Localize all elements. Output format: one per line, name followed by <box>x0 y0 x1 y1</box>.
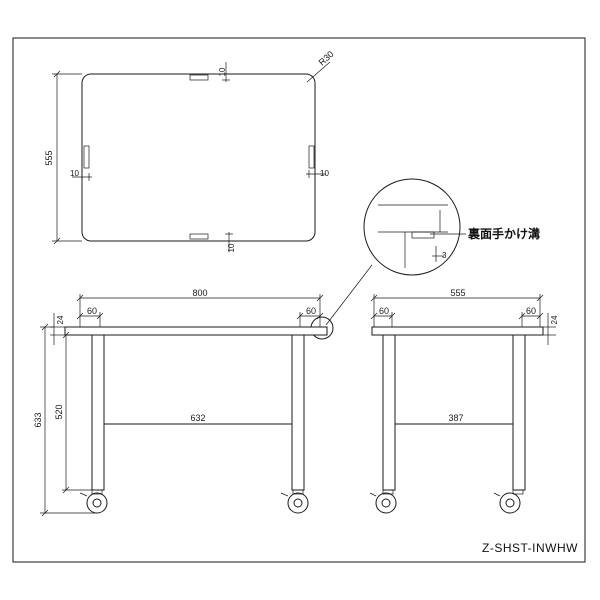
dim-front-crossbar-text: 632 <box>190 413 205 423</box>
dim-depth-text: 555 <box>44 150 54 165</box>
tick <box>41 323 49 331</box>
detail-circle <box>363 178 461 276</box>
side-caster-left-mount <box>382 489 394 495</box>
side-caster-right-lever <box>493 492 501 497</box>
model-code: Z-SHST-INWHW <box>482 541 578 555</box>
side-tabletop <box>371 326 544 336</box>
tick <box>370 294 378 302</box>
dim-side-crossbar-text: 387 <box>448 413 463 423</box>
front-caster-right-hub <box>293 498 303 508</box>
dim-front-width-text: 800 <box>192 288 207 298</box>
side-caster-right-hub <box>505 498 515 508</box>
dim-groove-right-text: 10 <box>320 169 329 178</box>
tick <box>536 312 544 320</box>
side-caster-left-hub <box>381 498 391 508</box>
dim-groove-top-text: 10 <box>218 67 227 76</box>
dim-leg-height-text: 520 <box>54 404 64 419</box>
side-caster-right-mount <box>512 489 524 495</box>
tick <box>62 486 70 494</box>
dim-overall-height-text: 633 <box>33 412 43 427</box>
tabletop-outline <box>81 73 316 242</box>
front-leg-left <box>91 334 105 491</box>
tick <box>76 312 84 320</box>
dim-front-inset-left-text: 60 <box>87 306 97 316</box>
tick <box>370 312 378 320</box>
groove-top <box>189 74 209 81</box>
side-caster-right-wheel <box>499 492 521 514</box>
tick <box>316 312 324 320</box>
tick <box>62 331 70 339</box>
groove-bottom <box>189 233 209 240</box>
tick <box>76 294 84 302</box>
detail-dim-text: 3 <box>442 251 447 260</box>
front-caster-left-mount <box>91 489 103 495</box>
dim-front-inset-right-text: 60 <box>306 306 316 316</box>
tick <box>53 237 61 245</box>
drawing-frame <box>12 37 586 563</box>
front-tabletop <box>64 326 328 336</box>
side-leg-right <box>512 334 526 491</box>
tick <box>316 294 324 302</box>
side-leg-left <box>382 334 396 491</box>
tick <box>388 312 396 320</box>
detail-callout: 3 裏面手かけ溝 <box>310 178 540 340</box>
front-caster-left-lever <box>79 492 88 497</box>
tick <box>518 312 526 320</box>
front-view: 800 60 60 24 633 520 632 <box>33 288 328 517</box>
side-caster-left-wheel <box>375 492 397 514</box>
side-caster-left-lever <box>369 492 377 497</box>
dim-groove-left-text: 10 <box>70 169 79 178</box>
front-caster-right-mount <box>292 489 304 495</box>
top-view: 555 R30 10 10 10 10 <box>44 49 336 252</box>
dim-radius-text: R30 <box>317 49 336 67</box>
radius-leader <box>306 61 331 83</box>
front-caster-left-hub <box>92 498 102 508</box>
groove-right <box>308 145 315 169</box>
front-caster-right-lever <box>280 492 289 497</box>
dim-side-inset-right-text: 60 <box>526 306 536 316</box>
front-caster-right-wheel <box>287 492 309 514</box>
detail-groove <box>411 231 435 239</box>
dim-groove-bottom-text: 10 <box>227 243 236 252</box>
tick <box>296 312 304 320</box>
dim-side-thickness-text: 24 <box>550 315 559 324</box>
groove-left <box>83 145 90 169</box>
dim-side-width-text: 555 <box>450 288 465 298</box>
front-caster-left-wheel <box>86 492 108 514</box>
front-leg-right <box>291 334 305 491</box>
detail-leader <box>325 264 373 326</box>
dim-side-inset-left-text: 60 <box>379 306 389 316</box>
callout-label: 裏面手かけ溝 <box>467 226 540 241</box>
side-view: 555 60 60 24 387 <box>369 288 559 514</box>
dim-front-thickness-text: 24 <box>56 315 65 324</box>
tick <box>41 509 49 517</box>
tick <box>53 70 61 78</box>
tick <box>96 312 104 320</box>
tick <box>536 294 544 302</box>
